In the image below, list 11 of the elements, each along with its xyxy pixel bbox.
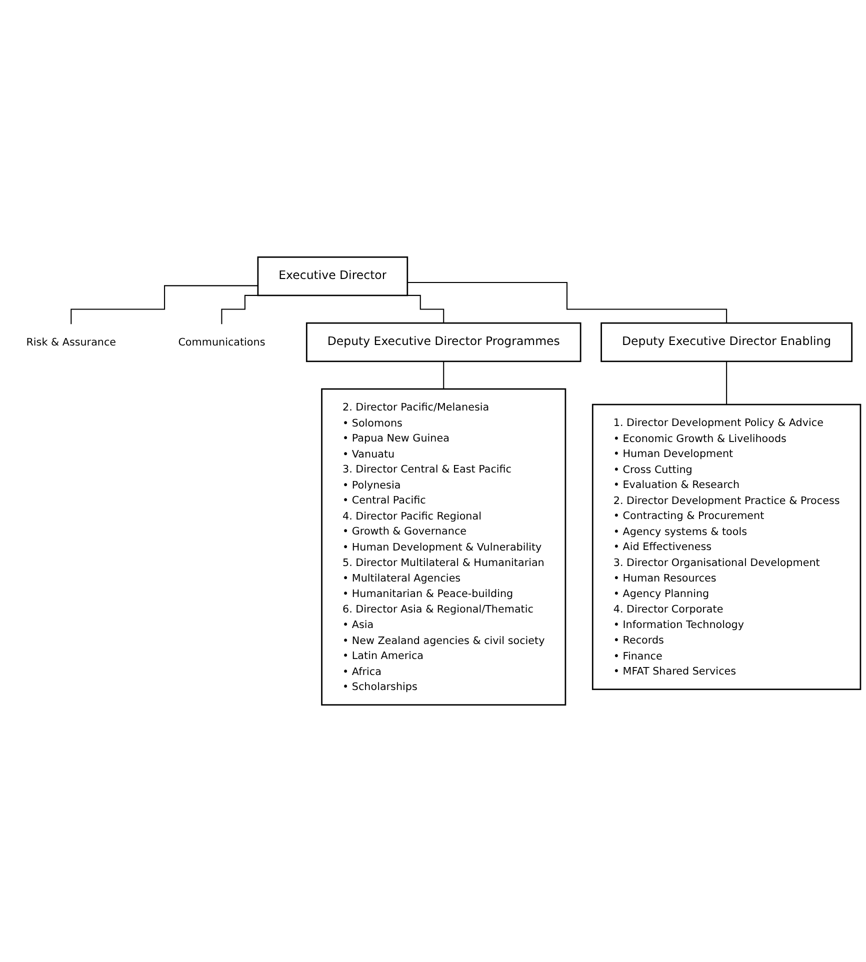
connector — [407, 282, 728, 324]
node-text: Communications — [178, 336, 266, 348]
connector — [726, 360, 728, 406]
connector — [443, 360, 444, 390]
node-box: Deputy Executive Director Programmes — [306, 322, 582, 362]
node-box: Deputy Executive Director Enabling — [600, 322, 853, 362]
connector — [70, 285, 258, 325]
node-box: 2. Director Pacific/Melanesia • Solomons • Papua New Guinea • Vanuatu 3. Director Central & East Pacific • Polynesia • Central Pacific 4. Director Pacific Regional • Growth & Governance • Human Development & Vulnerability 5. Director Multilateral & Humanitarian • Multilateral Agencies • Humanitarian & Peace-building 6. Director Asia & Regional/Thematic • Asia • New Zealand agencies & civil society • Latin America • Africa • Scholarships — [321, 388, 566, 706]
node-box: Executive Director — [257, 256, 408, 296]
node-box: 1. Director Development Policy & Advice • Economic Growth & Livelihoods • Human Development • Cross Cutting • Evaluation & Research 2. Director Development Practice & Process • Contracting & Procurement • Agency systems & tools • Aid Effectiveness 3. Director Organisational Development • Human Resources • Agency Planning 4. Director Corporate • Information Technology • Records • Finance • MFAT Shared Services — [592, 404, 862, 690]
node-text: Risk & Assurance — [26, 336, 116, 348]
